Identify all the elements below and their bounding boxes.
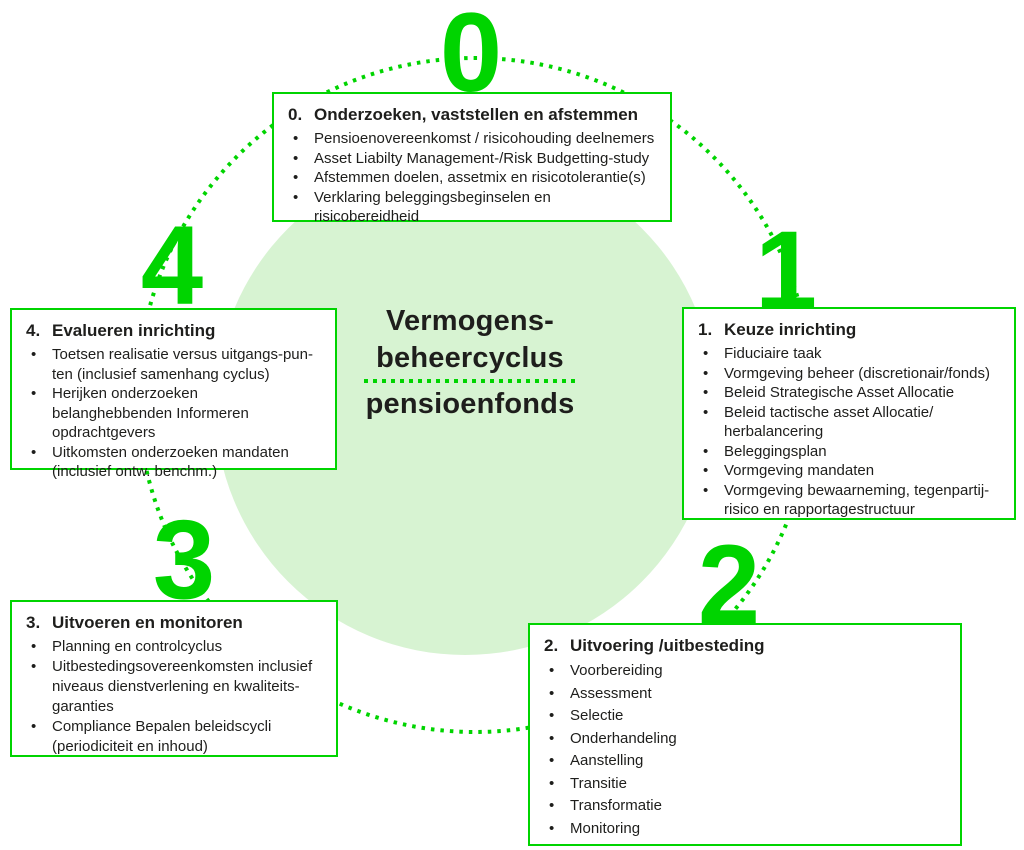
stage-number-label: 2. <box>544 636 559 655</box>
list-item: Asset Liabilty Management-/Risk Budgetti… <box>288 149 656 169</box>
stage-box-2: 2. Uitvoering /uitbesteding Voorbereidin… <box>528 623 962 846</box>
list-item: Planning en controlcyclus <box>26 637 322 657</box>
center-title-line-1: Vermogens- <box>386 305 554 337</box>
stage-title: 3. Uitvoeren en monitoren <box>26 611 322 634</box>
list-item: Beleid tactische asset Allocatie/ herbal… <box>698 403 1000 442</box>
list-item: Monitoring <box>544 818 946 839</box>
list-item: Voorbereiding <box>544 660 946 681</box>
list-item: Vormgeving bewaarneming, tegenpartij-ris… <box>698 481 1000 520</box>
list-item: Toetsen realisatie versus uitgangs-pun-t… <box>26 345 321 384</box>
list-item: Herijken onderzoeken belanghebbenden Inf… <box>26 384 321 443</box>
stage-item-list: Fiduciaire taak Vormgeving beheer (discr… <box>698 344 1000 520</box>
dotted-underline <box>364 379 576 383</box>
stage-title-text: Evalueren inrichting <box>52 321 216 340</box>
list-item: Beleid Strategische Asset Allocatie <box>698 383 1000 403</box>
list-item: Beleggingsplan <box>698 442 1000 462</box>
stage-item-list: Toetsen realisatie versus uitgangs-pun-t… <box>26 345 321 482</box>
stage-number-label: 4. <box>26 321 41 340</box>
center-title-line-2: beheercyclus <box>376 342 564 374</box>
stage-box-4: 4. Evalueren inrichting Toetsen realisat… <box>10 308 337 480</box>
stage-big-number-2: 2 <box>697 522 761 647</box>
stage-title-text: Uitvoering /uitbesteding <box>570 636 765 655</box>
stage-title-text: Uitvoeren en monitoren <box>52 613 243 632</box>
center-title-line-3: pensioenfonds <box>365 388 575 420</box>
list-item: Verklaring beleggingsbeginselen en risic… <box>288 188 656 227</box>
stage-title-text: Keuze inrichting <box>724 320 857 339</box>
stage-title: 4. Evalueren inrichting <box>26 319 321 342</box>
stage-title: 1. Keuze inrichting <box>698 318 1000 341</box>
stage-item-list: Voorbereiding Assessment Selectie Onderh… <box>544 660 946 839</box>
stage-big-number-3: 3 <box>152 497 216 622</box>
list-item: Assessment <box>544 683 946 704</box>
list-item: Onderhandeling <box>544 728 946 749</box>
list-item: Afstemmen doelen, assetmix en risicotole… <box>288 168 656 188</box>
list-item: Transformatie <box>544 795 946 816</box>
stage-number-label: 3. <box>26 613 41 632</box>
list-item: Aanstelling <box>544 750 946 771</box>
stage-item-list: Pensioenovereenkomst / risicohouding dee… <box>288 129 656 227</box>
stage-title-text: Onderzoeken, vaststellen en afstemmen <box>314 105 639 124</box>
list-item: Uitkomsten onderzoeken mandaten (inclusi… <box>26 443 321 482</box>
stage-box-0: 0. Onderzoeken, vaststellen en afstemmen… <box>272 92 672 225</box>
stage-big-number-4: 4 <box>140 203 204 328</box>
stage-box-1: 1. Keuze inrichting Fiduciaire taak Vorm… <box>682 307 1016 520</box>
stage-item-list: Planning en controlcyclus Uitbestedingso… <box>26 637 322 757</box>
list-item: Uitbestedingsovereenkomsten inclusief ni… <box>26 657 322 717</box>
list-item: Fiduciaire taak <box>698 344 1000 364</box>
center-title: Vermogens- beheercyclus pensioenfonds <box>310 303 630 423</box>
list-item: Transitie <box>544 773 946 794</box>
stage-big-number-1: 1 <box>754 208 818 333</box>
stage-number-label: 0. <box>288 105 303 124</box>
list-item: Pensioenovereenkomst / risicohouding dee… <box>288 129 656 149</box>
list-item: Compliance Bepalen beleidscycli (periodi… <box>26 717 322 757</box>
stage-big-number-0: 0 <box>439 0 503 115</box>
stage-title: 0. Onderzoeken, vaststellen en afstemmen <box>288 103 656 126</box>
stage-title: 2. Uitvoering /uitbesteding <box>544 634 946 657</box>
list-item: Vormgeving beheer (discretionair/fonds) <box>698 364 1000 384</box>
list-item: Vormgeving mandaten <box>698 461 1000 481</box>
stage-box-3: 3. Uitvoeren en monitoren Planning en co… <box>10 600 338 757</box>
stage-number-label: 1. <box>698 320 713 339</box>
list-item: Selectie <box>544 705 946 726</box>
